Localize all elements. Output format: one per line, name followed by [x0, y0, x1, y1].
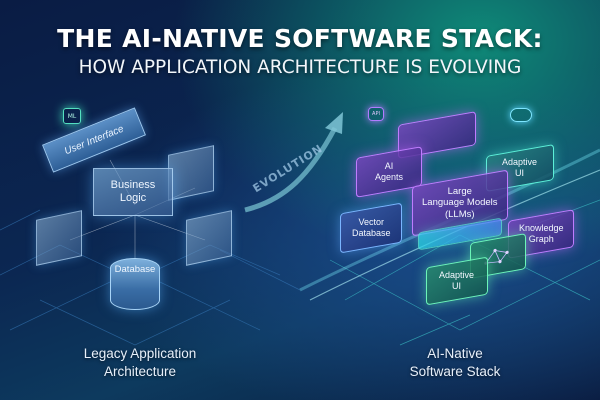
adaptive-ui-bottom-label-1: Adaptive — [439, 270, 475, 281]
legacy-caption: Legacy Application Architecture — [40, 345, 240, 380]
knowledge-graph-label-1: Knowledge — [518, 223, 564, 234]
page-title: THE AI-NATIVE SOFTWARE STACK: — [57, 24, 543, 53]
vector-db-label-2: Database — [351, 228, 391, 238]
ai-agents-label-1: AI — [384, 161, 394, 172]
llm-label-1: Large — [447, 185, 473, 197]
ai-native-caption: AI-Native Software Stack — [370, 345, 540, 380]
llm-label-2: Language Models — [422, 197, 498, 209]
api-chip-label: API — [372, 111, 380, 117]
legacy-cube-left — [36, 210, 82, 266]
page-header: THE AI-NATIVE SOFTWARE STACK: HOW APPLIC… — [0, 24, 600, 78]
api-chip-icon: API — [368, 107, 384, 121]
page-subtitle: HOW APPLICATION ARCHITECTURE IS EVOLVING — [78, 57, 522, 78]
ml-chip-icon: ML — [63, 108, 81, 124]
business-logic-label-1: Business — [110, 179, 156, 192]
database-label: Database — [114, 264, 156, 275]
ml-chip-label: ML — [67, 112, 77, 120]
ai-native-caption-line-2: Software Stack — [409, 363, 501, 379]
ai-native-caption-line-1: AI-Native — [427, 346, 483, 361]
legacy-caption-line-2: Architecture — [103, 363, 177, 379]
legacy-business-logic-layer: Business Logic — [93, 168, 173, 216]
cloud-gear-icon — [510, 108, 532, 122]
legacy-caption-line-1: Legacy Application — [83, 346, 197, 361]
vector-db-label-1: Vector — [358, 217, 384, 228]
business-logic-label-2: Logic — [119, 192, 147, 204]
legacy-cube-top-right — [168, 145, 214, 201]
llm-label-3: (LLMs) — [445, 208, 475, 220]
legacy-database-cylinder: Database — [110, 258, 160, 310]
legacy-cube-right — [186, 210, 232, 266]
adaptive-ui-top-label-1: Adaptive — [502, 157, 538, 168]
arrow-up-right-icon — [244, 126, 338, 213]
adaptive-ui-bottom-label-2: UI — [452, 281, 462, 291]
ai-agents-label-2: Agents — [374, 172, 404, 182]
